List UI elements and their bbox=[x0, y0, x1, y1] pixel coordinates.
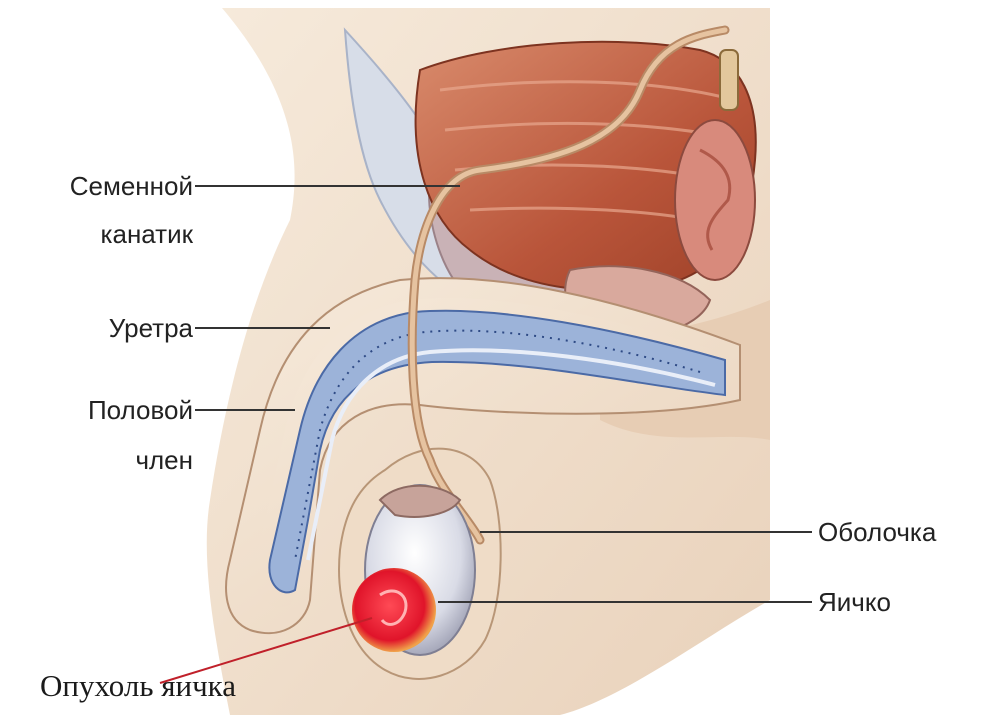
label-spermatic-cord-line2: канатик bbox=[10, 215, 193, 253]
tumor bbox=[352, 568, 436, 652]
label-spermatic-cord-line1: Семенной bbox=[10, 167, 193, 205]
label-tunica: Оболочка bbox=[818, 513, 936, 551]
label-penis-line2: член bbox=[10, 441, 193, 479]
label-penis-line1: Половой bbox=[10, 391, 193, 429]
label-urethra: Уретра bbox=[10, 309, 193, 347]
label-testis: Яичко bbox=[818, 583, 891, 621]
label-tumor: Опухоль яичка bbox=[40, 668, 236, 704]
